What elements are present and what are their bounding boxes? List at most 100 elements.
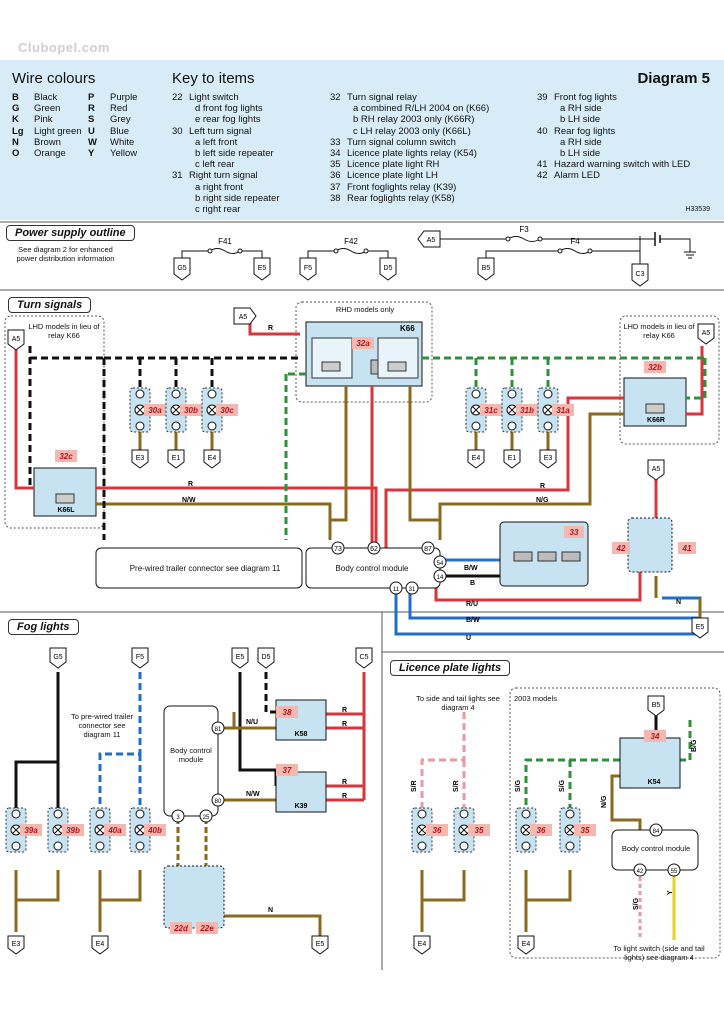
key-item: b LH side (560, 148, 601, 160)
svg-text:84: 84 (653, 829, 660, 835)
svg-text:B5: B5 (482, 265, 491, 272)
licence-wires (420, 712, 692, 940)
svg-text:B/G: B/G (691, 739, 698, 752)
svg-text:E5: E5 (696, 624, 705, 631)
light-switch-22 (163, 865, 225, 929)
ground-e4-licence-b: E4 (517, 935, 535, 955)
svg-text:R/U: R/U (466, 601, 478, 608)
svg-text:E5: E5 (258, 265, 267, 272)
connector-a5-turn-top: A5 (233, 307, 257, 325)
lamp-label: 30c (220, 406, 234, 415)
ground-connector (203, 449, 221, 469)
lhd-left-note: LHD models in lieu of relay K66 (28, 322, 100, 340)
rhd-note: RHD models only (335, 305, 395, 314)
svg-text:B/W: B/W (466, 617, 480, 624)
rhd-group (295, 301, 433, 403)
fuse-f3-label: F3 (519, 225, 529, 234)
relay-k54 (619, 737, 681, 789)
label-41: 41 (682, 544, 692, 553)
lamp-label: 39a (24, 826, 38, 835)
svg-text:D5: D5 (262, 654, 271, 661)
svg-text:B5: B5 (652, 702, 661, 709)
svg-text:K58: K58 (295, 731, 308, 738)
lamp-label: 39b (66, 826, 80, 835)
svg-text:C3: C3 (636, 271, 645, 278)
lamp-label: 36 (433, 826, 442, 835)
svg-text:E5: E5 (316, 941, 325, 948)
svg-text:K54: K54 (648, 779, 661, 786)
svg-text:E3: E3 (136, 455, 145, 462)
trailer-note: Pre-wired trailer connector see diagram … (129, 564, 281, 573)
connector-e5-fog: E5 (231, 647, 249, 669)
bcm-turn-pins: 73 62 87 54 14 11 31 (331, 541, 447, 595)
label-42: 42 (616, 544, 626, 553)
lamp-label: 31a (556, 406, 570, 415)
svg-text:E4: E4 (418, 941, 427, 948)
fuse-f41-label: F41 (218, 237, 232, 246)
connector-a5-turn-switch: A5 (647, 459, 665, 481)
bcm-licence-label: Body control module (621, 844, 691, 853)
key-item: c left rear (195, 159, 235, 171)
trailer-connector-box (95, 547, 303, 589)
svg-text:11: 11 (393, 587, 400, 593)
ground-connector (131, 449, 149, 469)
svg-text:R: R (342, 779, 347, 786)
svg-text:S/G: S/G (515, 779, 522, 792)
svg-text:E3: E3 (12, 941, 21, 948)
lhd-right-note: LHD models in lieu of relay K66 (623, 322, 695, 340)
key-item: b RH relay 2003 only (K66R) (353, 114, 475, 126)
models-2003-note: 2003 models (514, 694, 557, 703)
connector-a5-turn-right: A5 (697, 323, 715, 345)
svg-text:N/G: N/G (536, 497, 549, 504)
ground-connector (539, 449, 557, 469)
svg-text:D5: D5 (384, 265, 393, 272)
svg-text:80: 80 (215, 799, 222, 805)
svg-text:E3: E3 (544, 455, 553, 462)
svg-text:25: 25 (203, 815, 210, 821)
lamp: 35 (559, 807, 596, 853)
connector-e5-power: E5 (253, 257, 271, 281)
label-22d: 22d (173, 924, 189, 933)
relay-k66r (623, 377, 687, 427)
key-item: a right front (195, 181, 244, 193)
wire-colours-title: Wire colours (12, 70, 96, 87)
key-item: b LH side (560, 114, 601, 126)
ground-e4-licence-a: E4 (413, 935, 431, 955)
ground-connector (467, 449, 485, 469)
key-item: b right side repeater (195, 192, 280, 204)
connector-f5-fog: F5 (131, 647, 149, 669)
svg-text:F5: F5 (304, 265, 312, 272)
svg-text:S/G: S/G (633, 897, 640, 910)
hazard-switch (627, 517, 673, 573)
connector-g5-power: G5 (173, 257, 191, 281)
svg-text:K66L: K66L (57, 507, 75, 514)
bcm-fog-label: Body control module (170, 746, 212, 764)
header-panel (0, 60, 724, 220)
key-item: a RH side (560, 103, 602, 115)
ground-connector (167, 449, 185, 469)
ground-e4-fog: E4 (91, 935, 109, 955)
svg-text:R: R (342, 793, 347, 800)
label-32b: 32b (648, 363, 662, 372)
lamp-label: 35 (475, 826, 484, 835)
power-supply-outline (181, 232, 696, 264)
lamp-label: 35 (581, 826, 590, 835)
